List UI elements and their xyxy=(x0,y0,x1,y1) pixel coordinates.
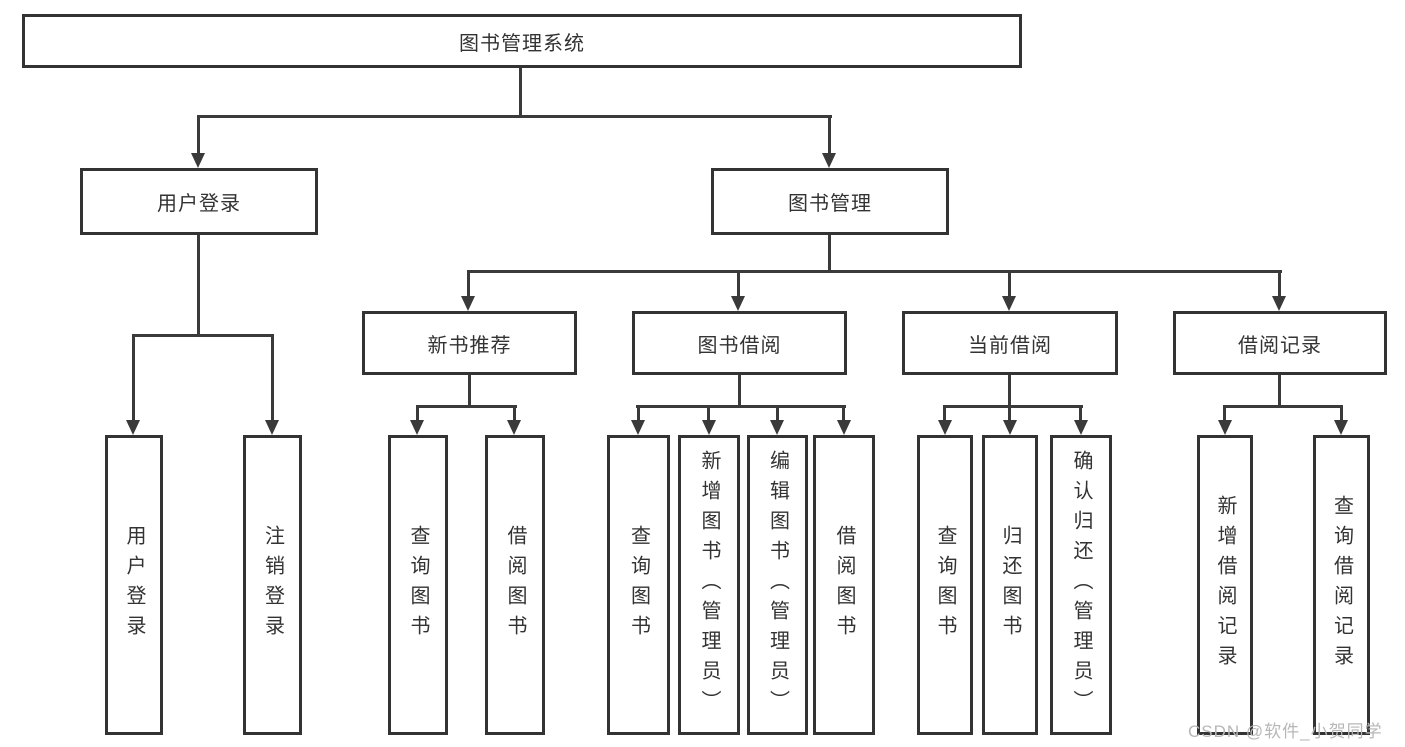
leaf-add-borrow-record: 新增借阅记录 xyxy=(1197,435,1253,735)
node-book-borrow-label: 图书借阅 xyxy=(697,334,782,357)
leaf-label: 查询借阅记录 xyxy=(1330,495,1353,675)
edge-to-book-borrow xyxy=(737,270,740,298)
leaf-label: 查询图书 xyxy=(934,525,956,645)
leaf-user-login: 用户登录 xyxy=(105,435,163,735)
edge-stub xyxy=(1008,405,1011,422)
leaf-return-books: 归还图书 xyxy=(982,435,1038,735)
leaf-label: 新增借阅记录 xyxy=(1214,495,1236,675)
leaf-label: 借阅图书 xyxy=(504,525,526,645)
node-new-book-recommend-label: 新书推荐 xyxy=(427,334,512,357)
leaf-label: 编辑图书（管理员） xyxy=(766,450,789,720)
edge-to-current-borrow xyxy=(1008,270,1011,298)
edge-book-borrow-stem xyxy=(738,375,741,408)
edge-root-to-book-mgmt xyxy=(828,115,831,154)
leaf-query-books-1: 查询图书 xyxy=(388,435,448,735)
edge-stub xyxy=(943,405,946,422)
edge-borrow-records-bus xyxy=(1223,405,1343,408)
arrow-down-icon xyxy=(1334,420,1348,435)
leaf-query-books-2: 查询图书 xyxy=(607,435,670,735)
watermark: CSDN @软件_小贺同学 xyxy=(1188,722,1383,741)
node-new-book-recommend: 新书推荐 xyxy=(362,311,577,375)
node-book-management-label: 图书管理 xyxy=(788,193,872,215)
leaf-label: 借阅图书 xyxy=(833,525,855,645)
leaf-label: 查询图书 xyxy=(627,525,650,645)
edge-stub xyxy=(707,405,710,422)
arrow-down-icon xyxy=(126,420,140,435)
node-current-borrow-label: 当前借阅 xyxy=(968,334,1052,357)
leaf-borrow-books-1: 借阅图书 xyxy=(485,435,545,735)
leaf-edit-books-admin: 编辑图书（管理员） xyxy=(747,435,808,735)
arrow-down-icon xyxy=(837,420,851,435)
leaf-label: 用户登录 xyxy=(123,525,145,645)
edge-root-bus xyxy=(197,115,832,118)
leaf-label: 查询图书 xyxy=(407,525,429,645)
edge-stub xyxy=(776,405,779,422)
node-user-login: 用户登录 xyxy=(80,168,318,235)
arrow-down-icon xyxy=(410,420,424,435)
arrow-down-icon xyxy=(938,420,952,435)
arrow-down-icon xyxy=(631,420,645,435)
edge-borrow-records-stem xyxy=(1278,375,1281,408)
arrow-down-icon xyxy=(822,153,836,168)
edge-stub xyxy=(1079,405,1082,422)
leaf-label: 归还图书 xyxy=(999,525,1021,645)
edge-stub xyxy=(1223,405,1226,422)
edge-root-stem xyxy=(519,68,522,117)
node-root: 图书管理系统 xyxy=(22,14,1022,68)
edge-stub xyxy=(1340,405,1343,422)
edge-stub xyxy=(842,405,845,422)
edge-stub xyxy=(637,405,640,422)
edge-user-login-stem xyxy=(197,235,200,337)
leaf-logout: 注销登录 xyxy=(243,435,302,735)
edge-book-mgmt-bus xyxy=(467,270,1282,273)
arrow-down-icon xyxy=(1272,296,1286,311)
edge-to-leaf-logout xyxy=(271,334,274,422)
edge-to-leaf-user-login xyxy=(132,334,135,422)
node-borrow-records-label: 借阅记录 xyxy=(1238,334,1322,357)
edge-user-login-bus xyxy=(132,334,274,337)
leaf-confirm-return-admin: 确认归还（管理员） xyxy=(1050,435,1112,735)
arrow-down-icon xyxy=(265,420,279,435)
edge-current-borrow-stem xyxy=(1008,375,1011,408)
leaf-query-books-3: 查询图书 xyxy=(917,435,973,735)
arrow-down-icon xyxy=(702,420,716,435)
edge-current-borrow-bus xyxy=(943,405,1083,408)
leaf-add-books-admin: 新增图书（管理员） xyxy=(678,435,740,735)
arrow-down-icon xyxy=(191,153,205,168)
edge-book-borrow-bus xyxy=(636,405,846,408)
leaf-borrow-books-2: 借阅图书 xyxy=(813,435,875,735)
edge-to-borrow-records xyxy=(1278,270,1281,298)
edge-new-book-bus xyxy=(416,405,517,408)
node-current-borrow: 当前借阅 xyxy=(902,311,1118,375)
arrow-down-icon xyxy=(1003,420,1017,435)
arrow-down-icon xyxy=(1002,296,1016,311)
arrow-down-icon xyxy=(731,296,745,311)
node-user-login-label: 用户登录 xyxy=(157,193,241,215)
edge-stub xyxy=(513,405,516,422)
edge-new-book-stem xyxy=(468,375,471,408)
edge-book-mgmt-stem xyxy=(828,235,831,273)
node-borrow-records: 借阅记录 xyxy=(1173,311,1387,375)
arrow-down-icon xyxy=(1218,420,1232,435)
leaf-label: 确认归还（管理员） xyxy=(1070,450,1092,720)
node-book-management: 图书管理 xyxy=(711,168,949,235)
node-book-borrow: 图书借阅 xyxy=(632,311,847,375)
leaf-label: 注销登录 xyxy=(261,525,284,645)
arrow-down-icon xyxy=(507,420,521,435)
leaf-label: 新增图书（管理员） xyxy=(698,450,720,720)
node-root-label: 图书管理系统 xyxy=(459,32,585,55)
arrow-down-icon xyxy=(1074,420,1088,435)
arrow-down-icon xyxy=(770,420,784,435)
edge-to-new-book xyxy=(467,270,470,298)
edge-stub xyxy=(416,405,419,422)
leaf-query-borrow-record: 查询借阅记录 xyxy=(1313,435,1370,735)
arrow-down-icon xyxy=(461,296,475,311)
edge-root-to-user-login xyxy=(197,115,200,154)
